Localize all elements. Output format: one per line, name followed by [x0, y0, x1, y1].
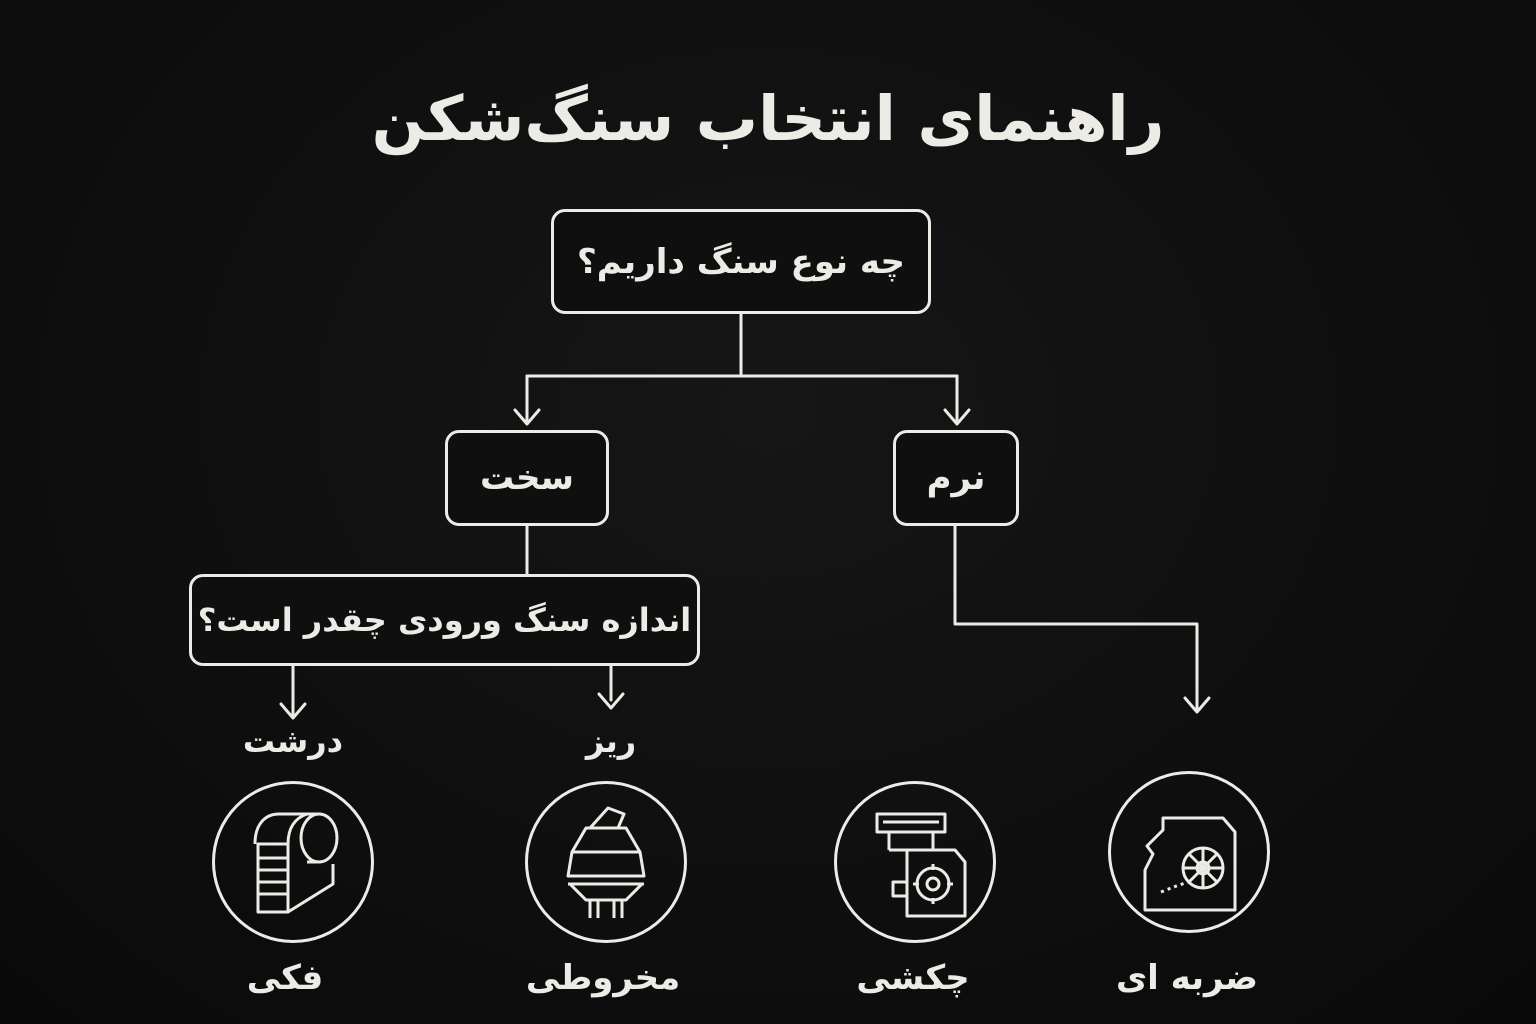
- crusher-label-jaw: فکی: [246, 958, 324, 998]
- hammer-crusher-icon: [875, 812, 967, 918]
- crusher-label-hammer: چکشی: [856, 958, 970, 998]
- crusher-label-impact: ضربه ای: [1115, 958, 1259, 998]
- page-title: راهنمای انتخاب سنگ‌شکن: [371, 82, 1165, 155]
- crusher-label-cone: مخروطی: [525, 958, 681, 998]
- cone-crusher-icon: [566, 806, 646, 918]
- cone-crusher-circle: [525, 781, 687, 943]
- node-stone-type-question: چه نوع سنگ داریم؟: [551, 209, 931, 314]
- arrowhead-hard: [513, 408, 541, 426]
- label-coarse: درشت: [242, 722, 344, 760]
- node-soft: نرم: [893, 430, 1019, 526]
- arrowhead-coarse: [279, 702, 307, 720]
- connector-soft-to-impact: [953, 524, 1199, 710]
- impact-crusher-icon: [1143, 816, 1237, 912]
- node-hard: سخت: [445, 430, 609, 526]
- arrowhead-soft: [943, 408, 971, 426]
- arrowhead-impact: [1183, 696, 1211, 714]
- jaw-crusher-icon: [253, 812, 339, 914]
- connector-root-split: [525, 312, 959, 378]
- jaw-crusher-circle: [212, 781, 374, 943]
- hammer-crusher-circle: [834, 781, 996, 943]
- impact-crusher-circle: [1108, 771, 1270, 933]
- node-input-size-question: اندازه سنگ ورودی چقدر است؟: [189, 574, 700, 666]
- label-fine: ریز: [585, 722, 637, 760]
- arrowhead-fine: [597, 692, 625, 710]
